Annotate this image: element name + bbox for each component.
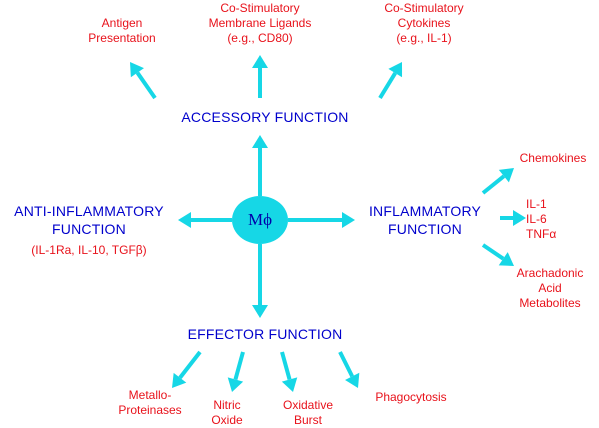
oxidative-burst-label: Oxidative Burst (282, 398, 334, 427)
arrow-ligands (252, 55, 268, 98)
chemokines-label: Chemokines (519, 151, 587, 165)
phagocytosis-label: Phagocytosis (375, 390, 447, 404)
macrophage-node: Mϕ (232, 196, 288, 244)
cytokines-label: Co-Stimulatory Cytokines (e.g., IL-1) (384, 1, 464, 45)
arrow-phagocytosis (338, 351, 360, 388)
anti-inflammatory-mediators-label: (IL-1Ra, IL-10, TGFβ) (31, 243, 147, 257)
membrane-ligands-label: Co-Stimulatory Membrane Ligands (e.g., C… (208, 1, 312, 45)
arrow-left (178, 212, 232, 228)
metalloproteinases-label: Metallo- Proteinases (118, 388, 182, 417)
anti-inflammatory-function-label: ANTI-INFLAMMATORY FUNCTION (14, 203, 164, 237)
interleukins-label: IL-1 IL-6 TNFα (526, 197, 557, 241)
arrow-oxidative (280, 351, 298, 392)
effector-function-label: EFFECTOR FUNCTION (187, 326, 343, 342)
accessory-function-label: ACCESSORY FUNCTION (181, 109, 349, 125)
inflammatory-function-label: INFLAMMATORY FUNCTION (368, 203, 482, 237)
antigen-presentation-label: Antigen Presentation (88, 16, 156, 45)
nitric-oxide-label: Nitric Oxide (211, 398, 243, 427)
arrow-interleukins (500, 210, 526, 226)
arrow-right (288, 212, 355, 228)
arachidonic-acid-label: Arachadonic Acid Metabolites (516, 266, 584, 310)
arrow-up (252, 135, 268, 196)
arrow-metallo (172, 350, 202, 388)
arrow-arachidonic (481, 243, 514, 266)
macrophage-label: Mϕ (247, 210, 273, 229)
arrow-down (252, 244, 268, 318)
arrow-cytokines (378, 62, 403, 100)
arrow-nitric (227, 351, 245, 392)
arrow-chemokines (481, 168, 514, 195)
arrow-antigen (130, 62, 157, 100)
